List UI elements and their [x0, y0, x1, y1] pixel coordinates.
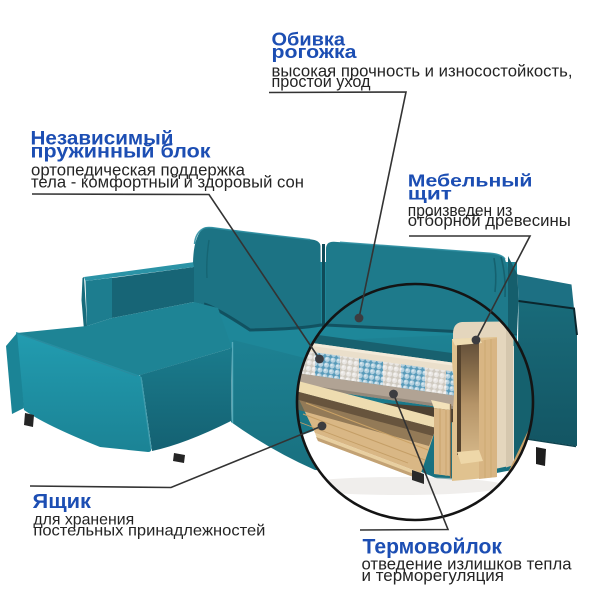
- svg-text:тела - комфортный и здоровый с: тела - комфортный и здоровый сон: [31, 172, 304, 191]
- svg-text:и терморегуляция: и терморегуляция: [362, 567, 505, 585]
- svg-text:высокая прочность и износостой: высокая прочность и износостойкость,: [272, 62, 573, 81]
- svg-text:Мебельный: Мебельный: [408, 170, 533, 190]
- svg-text:пружинный блок: пружинный блок: [31, 141, 212, 162]
- svg-text:произведен из: произведен из: [408, 202, 513, 220]
- svg-text:для хранения: для хранения: [33, 511, 134, 528]
- svg-text:отведение излишков тепла: отведение излишков тепла: [362, 556, 573, 574]
- svg-text:рогожка: рогожка: [272, 41, 358, 62]
- svg-text:Ящик: Ящик: [33, 491, 93, 513]
- svg-text:отборной древесины: отборной древесины: [408, 212, 571, 230]
- svg-text:Обивка: Обивка: [272, 28, 346, 49]
- svg-text:щит: щит: [408, 183, 453, 203]
- svg-text:постельных принадлежностей: постельных принадлежностей: [33, 523, 265, 540]
- svg-text:Термовойлок: Термовойлок: [363, 535, 503, 559]
- svg-text:Независимый: Независимый: [31, 129, 174, 150]
- svg-text:ортопедическая поддержка: ортопедическая поддержка: [31, 161, 246, 180]
- svg-text:простой уход: простой уход: [272, 72, 371, 91]
